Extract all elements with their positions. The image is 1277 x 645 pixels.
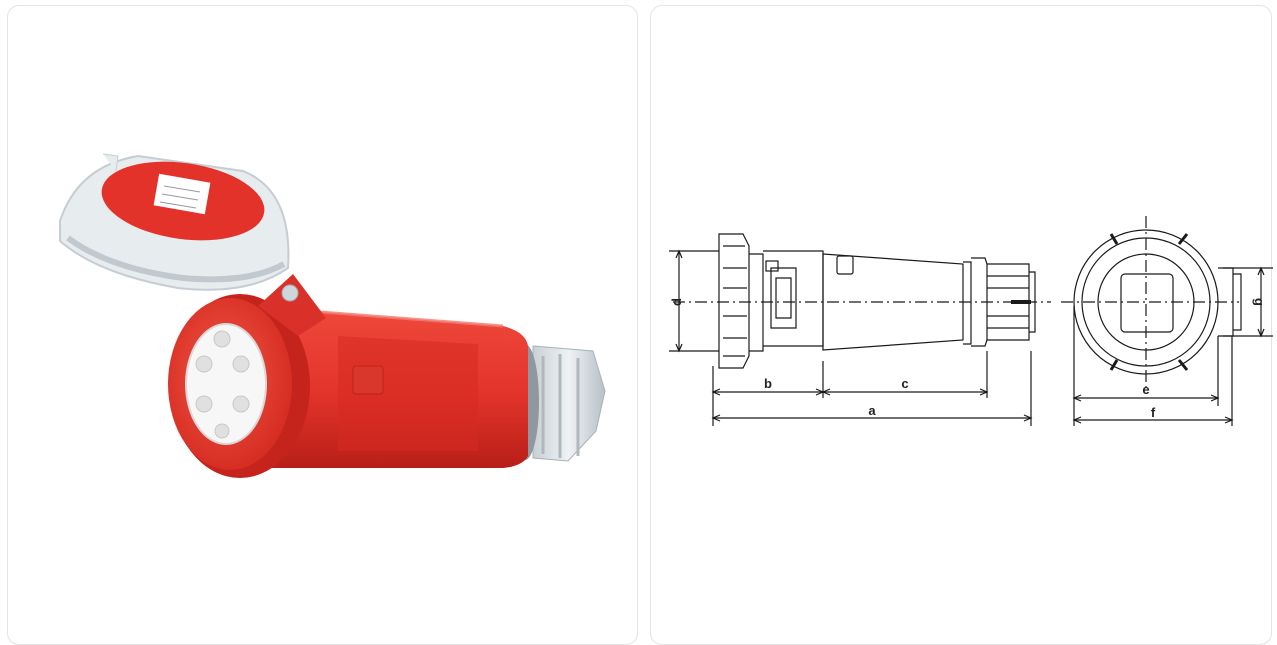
dimension-drawing-card: d b c a g — [650, 5, 1273, 645]
dimension-drawing: d b c a g — [669, 216, 1273, 426]
socket-connector-illustration — [59, 153, 606, 478]
label-g: g — [1252, 298, 1267, 306]
lid-hinge — [258, 274, 326, 336]
dimension-e-f: e f — [1072, 306, 1234, 426]
socket-insert — [185, 323, 267, 445]
product-photo-card — [7, 5, 638, 645]
dimension-g: g — [1223, 266, 1273, 338]
label-c: c — [901, 376, 908, 391]
flip-lid-cover — [59, 153, 290, 291]
label-a: a — [868, 403, 876, 418]
dimension-d: d — [669, 249, 719, 353]
label-b: b — [764, 376, 772, 391]
label-e: e — [1142, 382, 1149, 397]
label-d: d — [669, 298, 684, 306]
front-view — [1061, 216, 1242, 391]
dimension-b-c-a: b c a — [711, 351, 1033, 426]
label-f: f — [1151, 405, 1156, 420]
lid-label-plate — [153, 173, 211, 215]
side-view — [673, 233, 1051, 369]
socket-front-collar — [168, 294, 310, 478]
